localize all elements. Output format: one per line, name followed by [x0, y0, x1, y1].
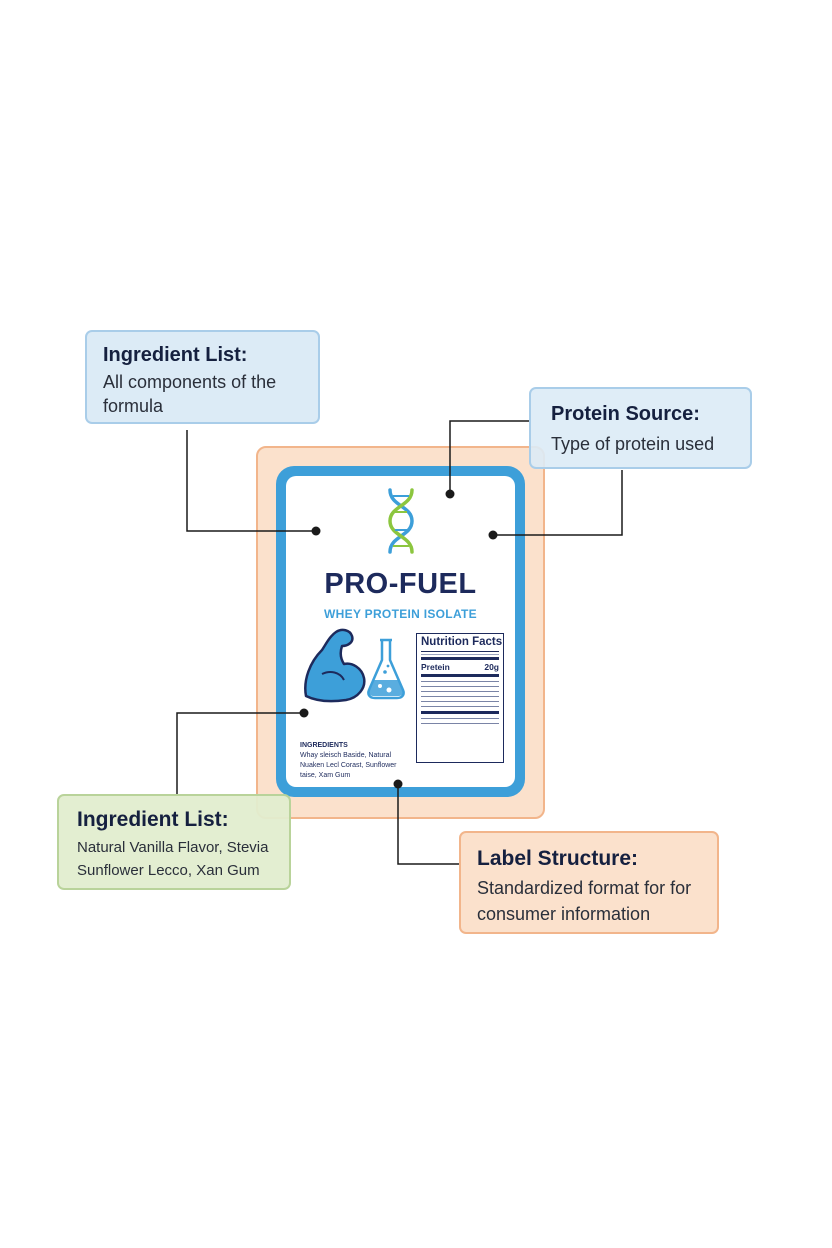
flask-icon	[367, 638, 405, 700]
nutrition-facts-title: Nutrition Facts	[421, 636, 503, 648]
nutrition-divider	[421, 696, 499, 697]
callout-ingredient-list-top: Ingredient List: All components of the f…	[85, 330, 320, 424]
nutrition-divider	[421, 718, 499, 719]
nutrition-protein-row: Pretein 20g	[421, 662, 499, 672]
product-label: PRO-FUEL WHEY PROTEIN ISOLATE Nutrition …	[276, 466, 525, 797]
nutrition-divider	[421, 657, 499, 660]
callout-description: Natural Vanilla Flavor, Stevia Sunflower…	[77, 839, 269, 879]
nutrition-divider	[421, 674, 499, 677]
nutrition-divider	[421, 686, 499, 687]
nutrition-divider	[421, 654, 499, 655]
nutrition-divider	[421, 711, 499, 714]
callout-protein-source: Protein Source: Type of protein used	[529, 387, 752, 469]
callout-label-structure: Label Structure: Standardized format for…	[459, 831, 719, 934]
nutrition-divider	[421, 701, 499, 702]
product-label-panel: PRO-FUEL WHEY PROTEIN ISOLATE Nutrition …	[286, 476, 515, 787]
nutrition-facts-panel: Nutrition Facts Pretein 20g	[416, 633, 504, 763]
nutrition-divider	[421, 723, 499, 724]
callout-description: All components of the formula	[103, 372, 277, 416]
package-ingredients-text: Whay sleisch Baside, Natural Nuaken Lecl…	[300, 752, 397, 779]
package-ingredients: INGREDIENTS Whay sleisch Baside, Natural…	[300, 741, 412, 781]
dna-icon	[388, 488, 414, 554]
nutrition-divider	[421, 691, 499, 692]
product-subtitle: WHEY PROTEIN ISOLATE	[324, 607, 477, 621]
callout-title: Label Structure:	[477, 847, 639, 870]
callout-description: Type of protein used	[551, 434, 715, 454]
protein-label: Pretein	[421, 662, 450, 672]
nutrition-divider	[421, 681, 499, 682]
callout-title: Protein Source:	[551, 403, 700, 425]
brand-name: PRO-FUEL	[324, 568, 477, 600]
callout-description: Standardized format for for consumer inf…	[477, 878, 692, 924]
callout-title: Ingredient List:	[103, 344, 248, 366]
flexed-arm-icon	[304, 628, 366, 703]
nutrition-divider	[421, 651, 499, 652]
callout-ingredient-list-bottom: Ingredient List: Natural Vanilla Flavor,…	[57, 794, 291, 890]
callout-title: Ingredient List:	[77, 808, 229, 831]
package-ingredients-title: INGREDIENTS	[300, 742, 348, 749]
nutrition-divider	[421, 706, 499, 707]
protein-value: 20g	[484, 662, 499, 672]
